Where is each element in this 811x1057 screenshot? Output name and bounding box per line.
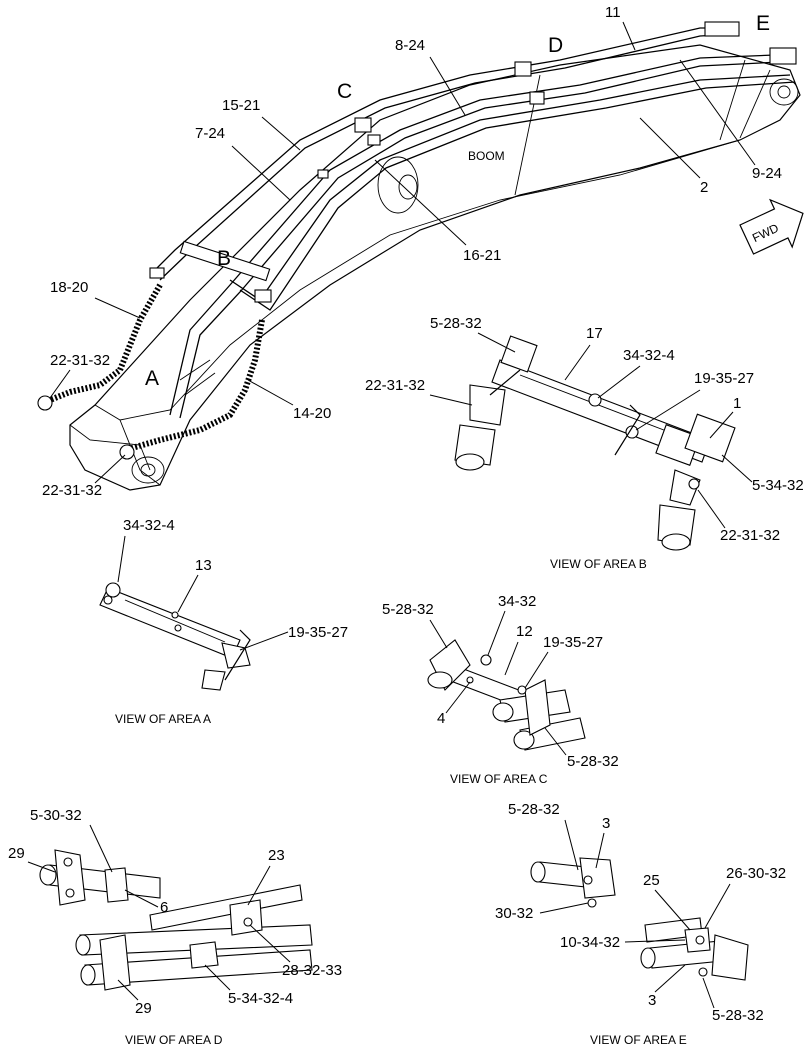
view-e-callout-3-top: 3 [602, 815, 610, 832]
view-b-callout-17: 17 [586, 325, 603, 342]
boom-tubes [149, 27, 796, 419]
boom-overview: BOOM [37, 4, 804, 499]
view-e-callout-10-34-32: 10-34-32 [560, 934, 620, 951]
boom-label: BOOM [468, 149, 505, 163]
view-e-callout-5-28-32-top: 5-28-32 [508, 801, 560, 818]
view-e-caption: VIEW OF AREA E [590, 1033, 687, 1047]
view-b-callout-1: 1 [733, 395, 741, 412]
view-e-callout-3-bottom: 3 [648, 992, 656, 1009]
view-c-callout-12: 12 [516, 623, 533, 640]
view-d-callout-5-34-32-4: 5-34-32-4 [228, 990, 293, 1007]
view-b-caption: VIEW OF AREA B [550, 557, 647, 571]
view-e-callout-25: 25 [643, 872, 660, 889]
view-b-callout-19-35-27: 19-35-27 [694, 370, 754, 387]
callout-18-20: 18-20 [50, 279, 88, 296]
view-c-callout-19-35-27: 19-35-27 [543, 634, 603, 651]
callout-11: 11 [605, 4, 621, 21]
view-a-callout-13: 13 [195, 557, 212, 574]
view-e-callout-30-32: 30-32 [495, 905, 533, 922]
view-c-caption: VIEW OF AREA C [450, 772, 548, 786]
view-d-callout-29-top: 29 [8, 845, 25, 862]
view-c-callout-5-28-32-top: 5-28-32 [382, 601, 434, 618]
view-b-callout-5-34-32: 5-34-32 [752, 477, 804, 494]
view-e-callout-5-28-32-bottom: 5-28-32 [712, 1007, 764, 1024]
callout-22-31-32-left: 22-31-32 [50, 352, 110, 369]
view-area-a: 34-32-4 13 19-35-27 VIEW OF AREA A [99, 517, 348, 726]
view-d-callout-28-32-33: 28-32-33 [282, 962, 342, 979]
view-area-c: 5-28-32 34-32 12 19-35-27 4 5-28-32 VIEW… [382, 593, 619, 786]
callout-8-24: 8-24 [395, 37, 425, 54]
view-b-callout-34-32-4: 34-32-4 [623, 347, 675, 364]
view-d-callout-5-30-32: 5-30-32 [30, 807, 82, 824]
view-a-callout-19-35-27: 19-35-27 [288, 624, 348, 641]
view-d-callout-6: 6 [160, 899, 168, 916]
view-d-callout-29-bottom: 29 [135, 1000, 152, 1017]
view-a-callout-34-32-4: 34-32-4 [123, 517, 175, 534]
view-c-callout-5-28-32-bottom: 5-28-32 [567, 753, 619, 770]
area-label-b: B [217, 247, 231, 270]
area-label-a: A [145, 367, 159, 390]
view-c-callout-4: 4 [437, 710, 445, 727]
fwd-arrow-icon: FWD [739, 198, 804, 255]
callout-2: 2 [700, 179, 708, 196]
area-label-c: C [337, 80, 352, 103]
view-area-b: 5-28-32 17 34-32-4 19-35-27 22-31-32 1 5… [365, 315, 804, 571]
view-b-callout-5-28-32: 5-28-32 [430, 315, 482, 332]
view-d-callout-23: 23 [268, 847, 285, 864]
view-a-caption: VIEW OF AREA A [115, 712, 211, 726]
boom-clamps [149, 21, 797, 303]
view-area-e: 5-28-32 3 30-32 25 26-30-32 10-34-32 3 5… [495, 801, 786, 1047]
callout-16-21: 16-21 [463, 247, 501, 264]
callout-7-24: 7-24 [195, 125, 225, 142]
area-label-e: E [756, 12, 770, 35]
view-b-callout-22-31-32-left: 22-31-32 [365, 377, 425, 394]
view-area-d: 5-30-32 29 6 23 28-32-33 5-34-32-4 29 VI… [8, 807, 342, 1047]
view-c-callout-34-32: 34-32 [498, 593, 536, 610]
boom-body: BOOM [69, 44, 801, 491]
callout-15-21: 15-21 [222, 97, 260, 114]
callout-9-24: 9-24 [752, 165, 782, 182]
callout-14-20: 14-20 [293, 405, 331, 422]
view-e-callout-26-30-32: 26-30-32 [726, 865, 786, 882]
callout-22-31-32-bottom: 22-31-32 [42, 482, 102, 499]
view-b-callout-22-31-32-right: 22-31-32 [720, 527, 780, 544]
fwd-label: FWD [750, 221, 781, 245]
area-label-d: D [548, 34, 563, 57]
coiled-hoses [37, 283, 265, 460]
view-d-caption: VIEW OF AREA D [125, 1033, 223, 1047]
